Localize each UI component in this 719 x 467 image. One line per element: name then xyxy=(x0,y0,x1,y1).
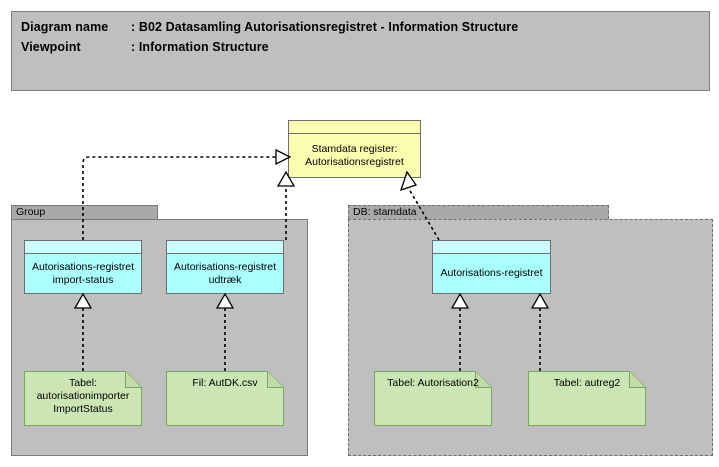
artifact-tabel-importstatus-label: Tabel: autorisationimporter ImportStatus xyxy=(36,377,130,415)
data-object-import-status[interactable]: Autorisations-registret import-status xyxy=(24,240,142,294)
data-object-header-strip xyxy=(167,241,283,254)
business-object-stamdata-register-label: Stamdata register: Autorisationsregistre… xyxy=(305,142,404,168)
artifact-shape xyxy=(166,371,284,426)
artifact-shape xyxy=(24,371,142,426)
diagram-name-line: Diagram name: B02 Datasamling Autorisati… xyxy=(21,20,518,34)
data-object-udtraek[interactable]: Autorisations-registret udtræk xyxy=(166,240,284,294)
group-label: Group xyxy=(16,206,46,218)
artifact-tabel-importstatus[interactable]: Tabel: autorisationimporter ImportStatus xyxy=(24,371,142,426)
artifact-tabel-autorisation2-label: Tabel: Autorisation2 xyxy=(387,377,479,389)
business-object-header-strip xyxy=(289,121,420,134)
data-object-autorisationsregistret-label: Autorisations-registret xyxy=(440,267,543,279)
artifact-fil-autdk[interactable]: Fil: AutDK.csv xyxy=(166,371,284,426)
diagram-name-value: B02 Datasamling Autorisationsregistret -… xyxy=(138,20,519,34)
data-object-autorisationsregistret[interactable]: Autorisations-registret xyxy=(432,240,551,294)
artifact-tabel-autreg2-label: Tabel: autreg2 xyxy=(553,377,621,389)
viewpoint-separator: : xyxy=(131,40,139,54)
viewpoint-value: Information Structure xyxy=(138,40,269,54)
diagram-title-block: Diagram name: B02 Datasamling Autorisati… xyxy=(11,11,710,91)
artifact-shape xyxy=(528,371,646,426)
data-object-header-strip xyxy=(25,241,141,254)
data-object-udtraek-label: Autorisations-registret udtræk xyxy=(173,260,277,286)
artifact-tabel-autorisation2[interactable]: Tabel: Autorisation2 xyxy=(374,371,492,426)
artifact-shape xyxy=(374,371,492,426)
business-object-stamdata-register[interactable]: Stamdata register: Autorisationsregistre… xyxy=(288,120,421,178)
artifact-fil-autdk-label: Fil: AutDK.csv xyxy=(192,377,258,389)
viewpoint-line: Viewpoint: Information Structure xyxy=(21,40,269,54)
diagram-name-separator: : xyxy=(131,20,139,34)
viewpoint-key: Viewpoint xyxy=(21,40,81,54)
db-stamdata-label: DB: stamdata xyxy=(353,206,417,218)
data-object-import-status-label: Autorisations-registret import-status xyxy=(31,260,135,286)
diagram-name-key: Diagram name xyxy=(21,20,109,34)
artifact-tabel-autreg2[interactable]: Tabel: autreg2 xyxy=(528,371,646,426)
data-object-header-strip xyxy=(433,241,550,254)
